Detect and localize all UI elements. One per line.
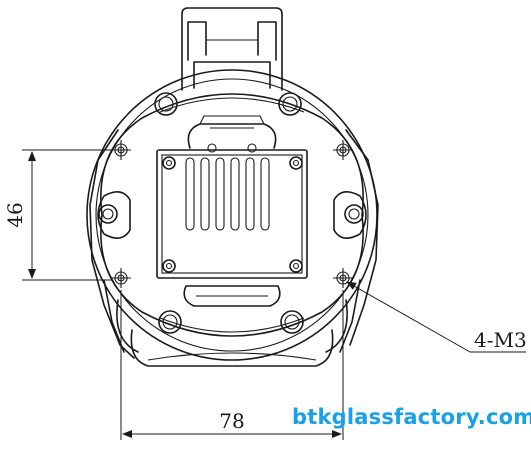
dimension-height-label: 46 [3, 202, 27, 227]
plate-screws [162, 156, 303, 273]
petal-plate [97, 93, 367, 337]
lower-slot [183, 285, 281, 307]
hole-callout: 4-M3 [346, 281, 527, 353]
heatsink-plate [156, 143, 308, 279]
upper-clip [187, 115, 277, 149]
hole-callout-label: 4-M3 [474, 328, 527, 352]
dimension-width-label: 78 [219, 409, 244, 433]
top-bracket [181, 7, 283, 91]
heatsink-fins [185, 157, 270, 231]
side-wings [89, 129, 379, 359]
watermark: btkglassfactory.com [292, 405, 531, 429]
dimension-width: 78 [120, 290, 344, 440]
dimension-height: 46 [3, 149, 112, 281]
round-housing [86, 69, 378, 361]
m3-holes [111, 140, 353, 288]
bottom-cradle [116, 299, 348, 367]
mounting-rings [98, 92, 364, 334]
